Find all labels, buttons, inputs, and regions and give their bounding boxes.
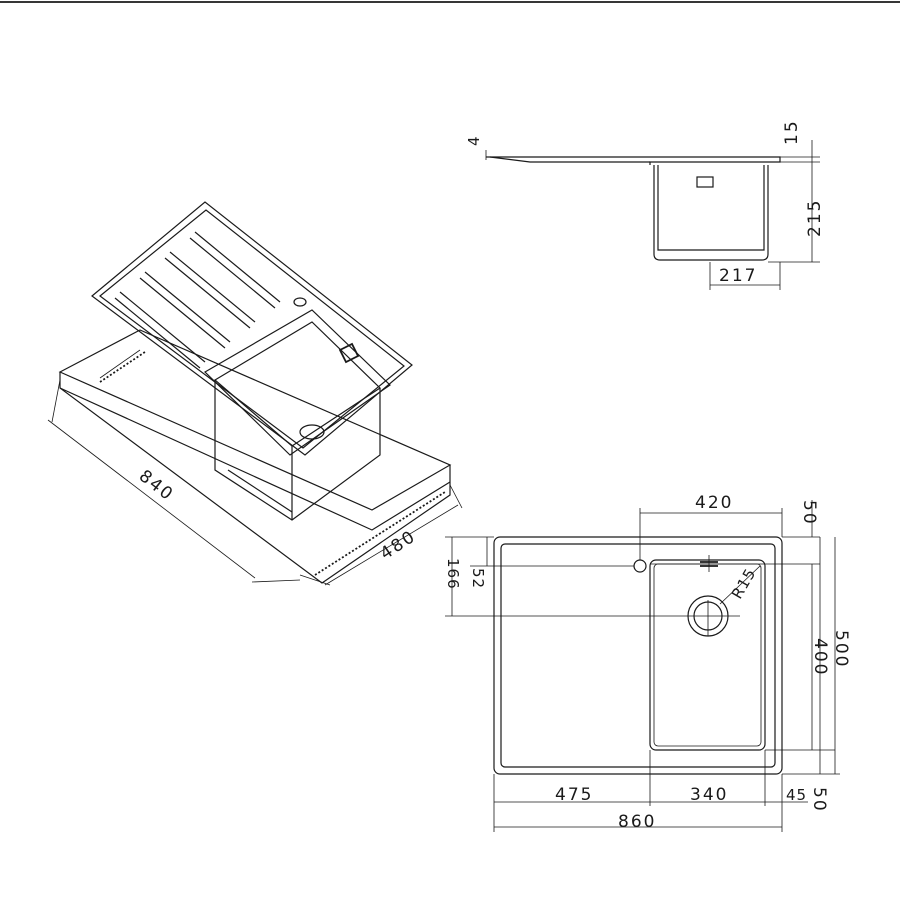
- dim-plan-drainboard-width: 475: [555, 785, 593, 805]
- dim-side-thickness: 4: [465, 135, 483, 146]
- iso-overflow: [338, 342, 360, 364]
- dim-plan-bowl-width: 340: [690, 785, 728, 805]
- dim-side-rim: 15: [782, 119, 802, 145]
- dim-iso-length: 840: [135, 466, 178, 505]
- dim-side-depth: 215: [805, 199, 825, 237]
- dim-plan-tap-offset: 166: [444, 558, 462, 590]
- dim-plan-bowl-height: 400: [810, 638, 830, 676]
- dim-plan-right-margin: 45: [786, 786, 807, 804]
- dim-plan-total-width: 860: [618, 812, 656, 832]
- plan-bowl: [649, 559, 766, 751]
- drainboard-grooves: [114, 231, 281, 369]
- dim-plan-bottom-margin: 50: [809, 787, 829, 813]
- isometric-view: 840 480: [47, 201, 463, 586]
- side-overflow: [696, 176, 714, 188]
- plan-tap-hole: [633, 559, 647, 573]
- dim-plan-total-height: 500: [831, 630, 851, 668]
- side-view: 4 15 215 217: [465, 119, 825, 290]
- iso-drain: [299, 424, 325, 440]
- plan-view: 420 50 52 166 R15 400 500 50 475 340 45 …: [444, 493, 851, 832]
- tap-hole: [293, 297, 307, 307]
- dim-plan-drain-offset: 52: [469, 568, 487, 589]
- dim-plan-bowl-offset: 420: [695, 493, 733, 513]
- dim-plan-top-margin: 50: [799, 500, 819, 526]
- dim-side-bowl-width: 217: [719, 266, 757, 286]
